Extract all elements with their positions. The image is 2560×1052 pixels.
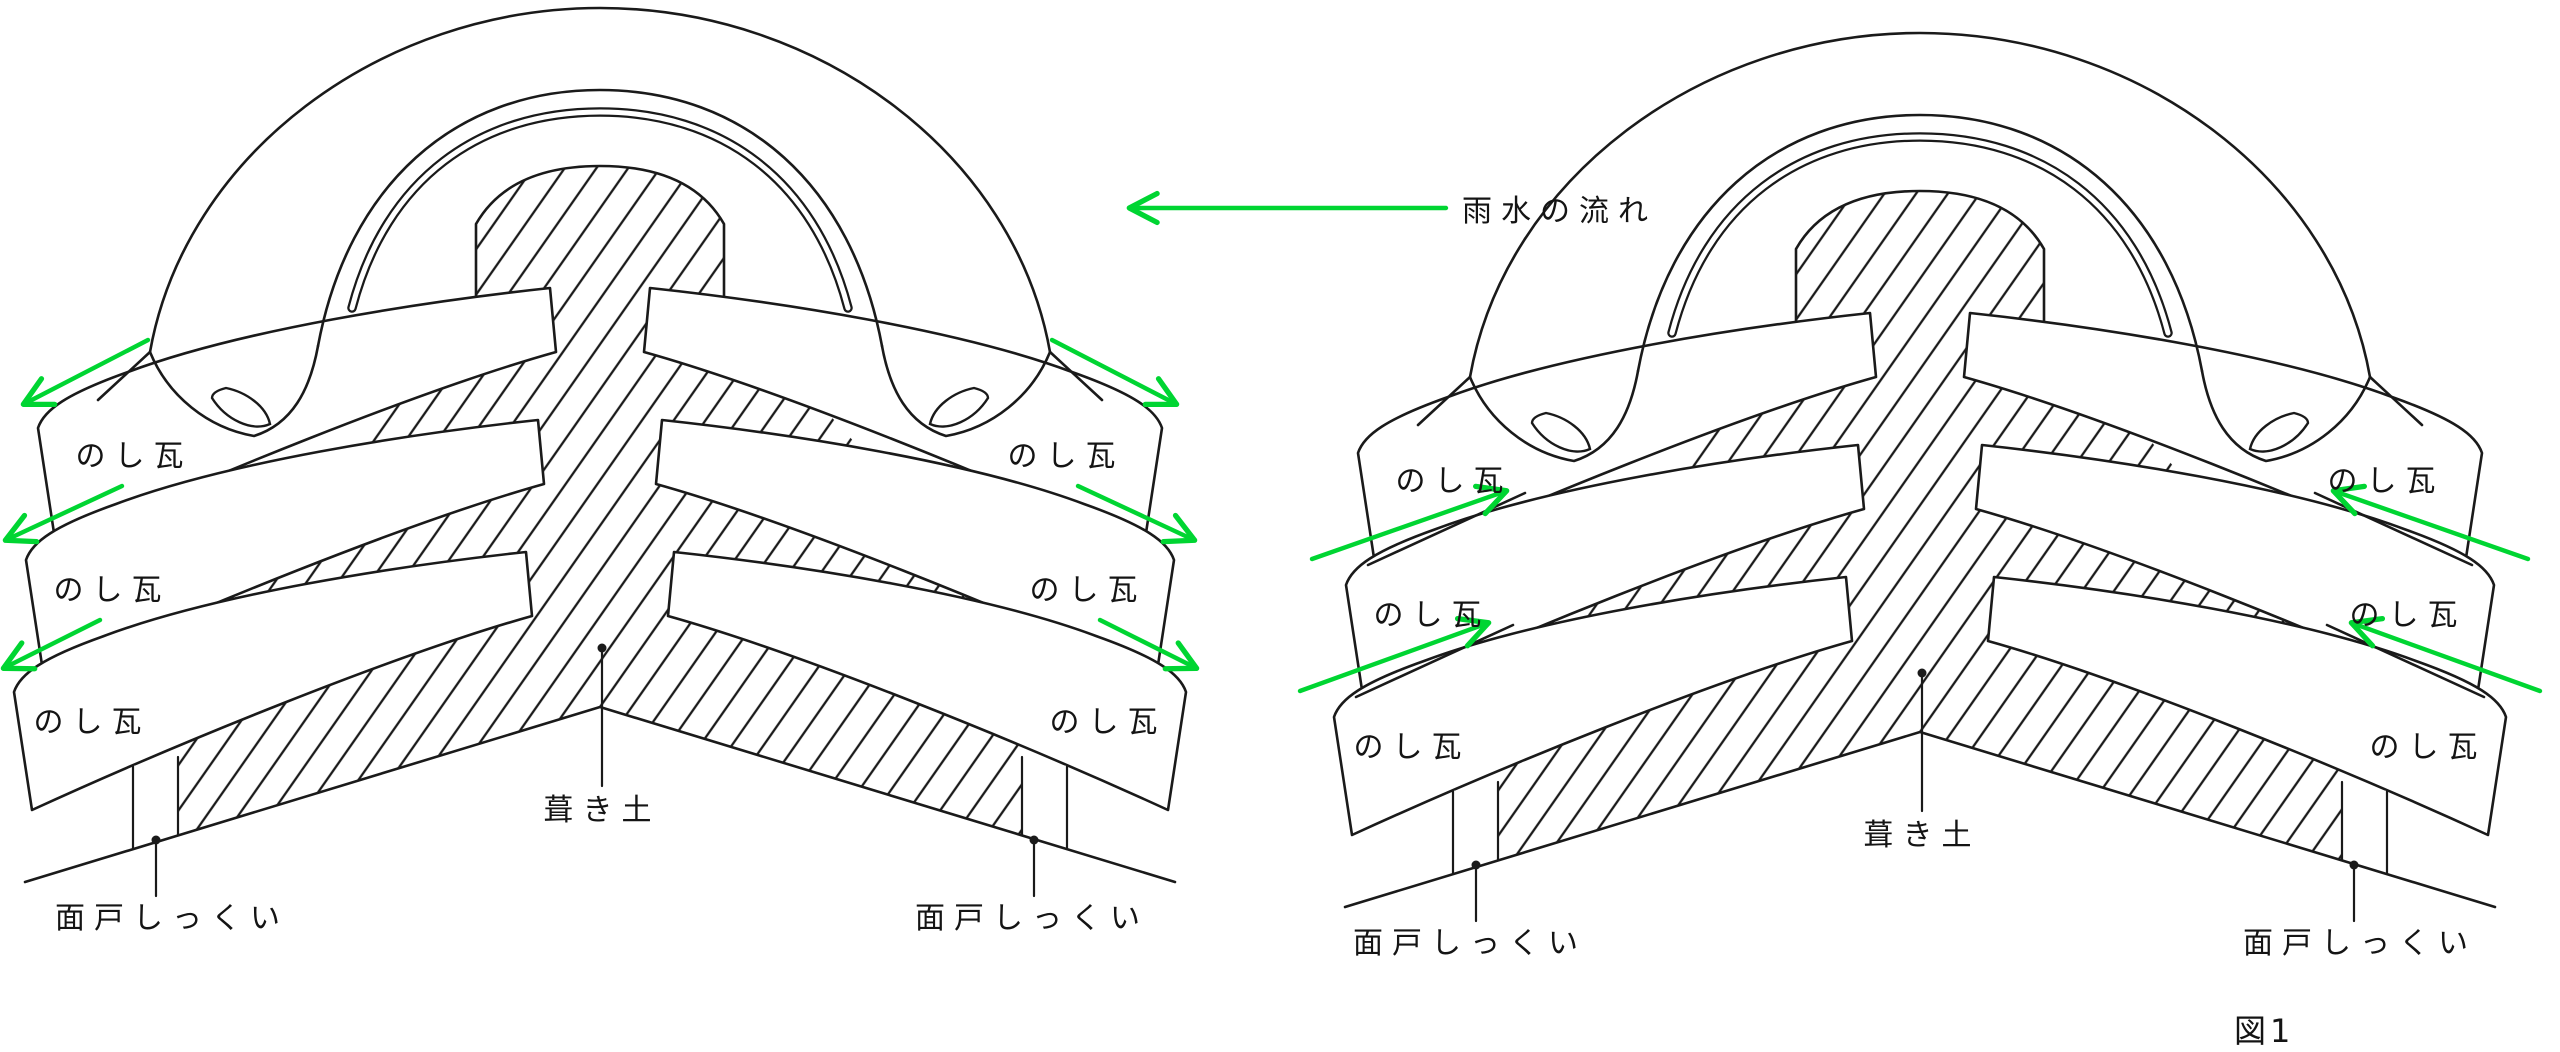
diagram-right: のし瓦 のし瓦 のし瓦 のし瓦 のし瓦 のし瓦 葺き土 面戸しっくい 面戸しっく…	[1297, 33, 2543, 961]
clay-label: 葺き土	[544, 793, 661, 828]
legend: 雨水の流れ	[1126, 190, 1657, 229]
water-flow-arrow	[1075, 483, 1198, 545]
noshi-label: のし瓦	[2350, 598, 2467, 633]
mendo-label: 面戸しっくい	[915, 901, 1149, 936]
water-flow-arrow	[1097, 617, 1200, 672]
water-flow-arrow	[2330, 483, 2531, 562]
water-flow-arrow	[0, 617, 103, 672]
mendo-label: 面戸しっくい	[55, 901, 289, 936]
figure-caption: 図1	[2234, 1012, 2294, 1050]
water-flow-arrow	[2, 483, 125, 545]
noshi-label: のし瓦	[54, 573, 171, 608]
water-flow-arrow	[1309, 483, 1510, 562]
noshi-label: のし瓦	[2370, 730, 2487, 765]
noshi-label: のし瓦	[1374, 598, 1491, 633]
noshi-label: のし瓦	[2328, 464, 2445, 499]
noshi-label: のし瓦	[1050, 705, 1167, 740]
noshi-label: のし瓦	[76, 439, 193, 474]
legend-flow-label: 雨水の流れ	[1462, 194, 1657, 229]
water-flow-arrow	[1297, 616, 1492, 694]
noshi-label: のし瓦	[1008, 439, 1125, 474]
noshi-label: のし瓦	[1354, 730, 1471, 765]
water-flow-arrow	[1049, 337, 1180, 408]
water-flow-arrow	[20, 337, 151, 408]
mendo-label: 面戸しっくい	[2243, 926, 2477, 961]
mendo-label: 面戸しっくい	[1353, 926, 1587, 961]
noshi-label: のし瓦	[1030, 573, 1147, 608]
noshi-label: のし瓦	[1396, 464, 1513, 499]
diagram-left: のし瓦 のし瓦 のし瓦 のし瓦 のし瓦 のし瓦 葺き土 面戸しっくい 面戸しっく…	[0, 8, 1200, 936]
clay-label: 葺き土	[1864, 818, 1981, 853]
noshi-label: のし瓦	[34, 705, 151, 740]
water-flow-arrow	[2348, 616, 2543, 694]
